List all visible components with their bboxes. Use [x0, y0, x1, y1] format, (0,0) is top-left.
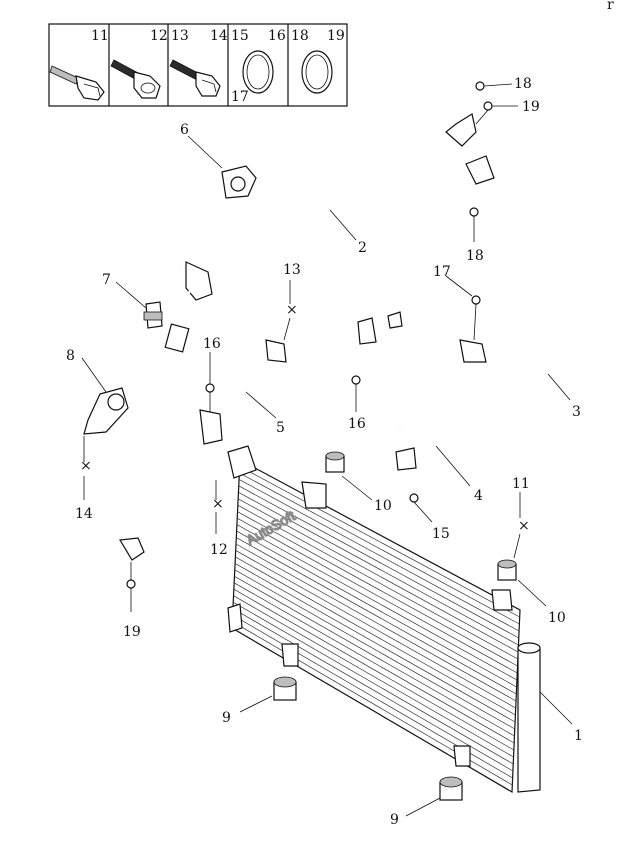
- suction-hose: [459, 155, 558, 372]
- condenser-fin: [236, 530, 517, 688]
- svg-text:×: ×: [80, 458, 92, 474]
- legend-label-12: 12: [150, 28, 168, 44]
- condenser-fin: [234, 563, 516, 723]
- callout-4: 4: [474, 488, 483, 504]
- callout-9-upper: 9: [222, 710, 231, 726]
- legend-label-15: 15: [231, 28, 249, 44]
- callout-10-upper: 10: [374, 498, 392, 514]
- condenser-fin: [239, 472, 520, 625]
- callout-3: 3: [572, 404, 581, 420]
- callout-18-top: 18: [514, 76, 532, 92]
- condenser-fin: [234, 576, 515, 737]
- condenser-fin: [237, 511, 518, 667]
- grommet-part-10-upper: [325, 451, 345, 473]
- callout-8: 8: [66, 348, 75, 364]
- liquid-pipe: [355, 311, 434, 471]
- callout-13: 13: [283, 262, 301, 278]
- legend-label-17: 17: [231, 89, 249, 105]
- bolt-markers: × × × ×: [80, 302, 530, 534]
- bushing-part-9-lower: [439, 776, 463, 801]
- flange-bolt-icon: [49, 65, 105, 101]
- leader-lines: [81, 83, 573, 817]
- callout-15: 15: [432, 526, 450, 542]
- legend-label-11: 11: [91, 28, 109, 44]
- pipe-part-5: [199, 339, 287, 445]
- svg-text:×: ×: [286, 302, 298, 318]
- callout-10-lower: 10: [548, 610, 566, 626]
- o-ring-markers: [126, 81, 493, 589]
- hex-bolt-icon: [169, 59, 221, 97]
- o-ring-small-icon: [301, 50, 333, 94]
- condenser-fin: [236, 537, 517, 695]
- corner-mark: r: [607, 0, 614, 13]
- condenser-fin: [233, 588, 515, 751]
- condenser-fin: [237, 517, 518, 674]
- fastener-legend: 11 12 13 14 15 16 17 18 19: [48, 23, 348, 107]
- callout-1: 1: [574, 728, 583, 744]
- condenser-fin: [233, 582, 515, 744]
- callout-6: 6: [180, 122, 189, 138]
- callout-17: 17: [433, 264, 451, 280]
- callout-12: 12: [210, 542, 228, 558]
- callout-16-left: 16: [203, 336, 221, 352]
- svg-text:×: ×: [212, 496, 224, 512]
- condenser-fin: [238, 485, 519, 639]
- pressure-switch-part-7: [143, 301, 163, 329]
- condenser-fin: [232, 608, 514, 772]
- condenser-fin: [235, 550, 516, 709]
- condenser-fin: [236, 524, 518, 681]
- grommet-part-10-lower: [497, 559, 517, 581]
- condenser-fin: [237, 498, 519, 653]
- condenser-fin: [233, 601, 514, 765]
- legend-label-14: 14: [210, 28, 228, 44]
- callout-19-top: 19: [522, 99, 540, 115]
- callout-2: 2: [358, 240, 367, 256]
- discharge-pipe: [119, 113, 477, 561]
- callout-7: 7: [102, 272, 111, 288]
- washer-bolt-icon: [110, 59, 161, 99]
- condenser-fin: [235, 556, 516, 716]
- legend-label-13: 13: [171, 28, 189, 44]
- callout-14: 14: [75, 506, 93, 522]
- callout-9-lower: 9: [390, 812, 399, 828]
- condenser-fin: [235, 543, 517, 702]
- callout-16-right: 16: [348, 416, 366, 432]
- pipe-clamp-part-6: [221, 165, 257, 199]
- condenser: [227, 445, 541, 794]
- callout-11: 11: [512, 476, 530, 492]
- bushing-part-9-upper: [273, 676, 297, 701]
- svg-text:×: ×: [518, 518, 530, 534]
- callout-5: 5: [276, 420, 285, 436]
- condenser-fin: [238, 479, 520, 632]
- condenser-fin: [233, 595, 514, 758]
- condenser-fin: [237, 504, 519, 660]
- callout-labels: 18 19 6 2 18 13 17 7 8 16 5 16 3 14 4 10…: [66, 76, 583, 828]
- condenser-fin: [238, 492, 519, 646]
- bracket-part-8: [83, 387, 129, 435]
- condenser-fin: [234, 569, 515, 730]
- callout-18-mid: 18: [466, 248, 484, 264]
- legend-label-19: 19: [327, 28, 345, 44]
- legend-label-16: 16: [268, 28, 286, 44]
- callout-19-bottom: 19: [123, 624, 141, 640]
- legend-label-18: 18: [291, 28, 309, 44]
- o-ring-large-icon: [242, 50, 274, 94]
- condenser-fin: [239, 466, 520, 618]
